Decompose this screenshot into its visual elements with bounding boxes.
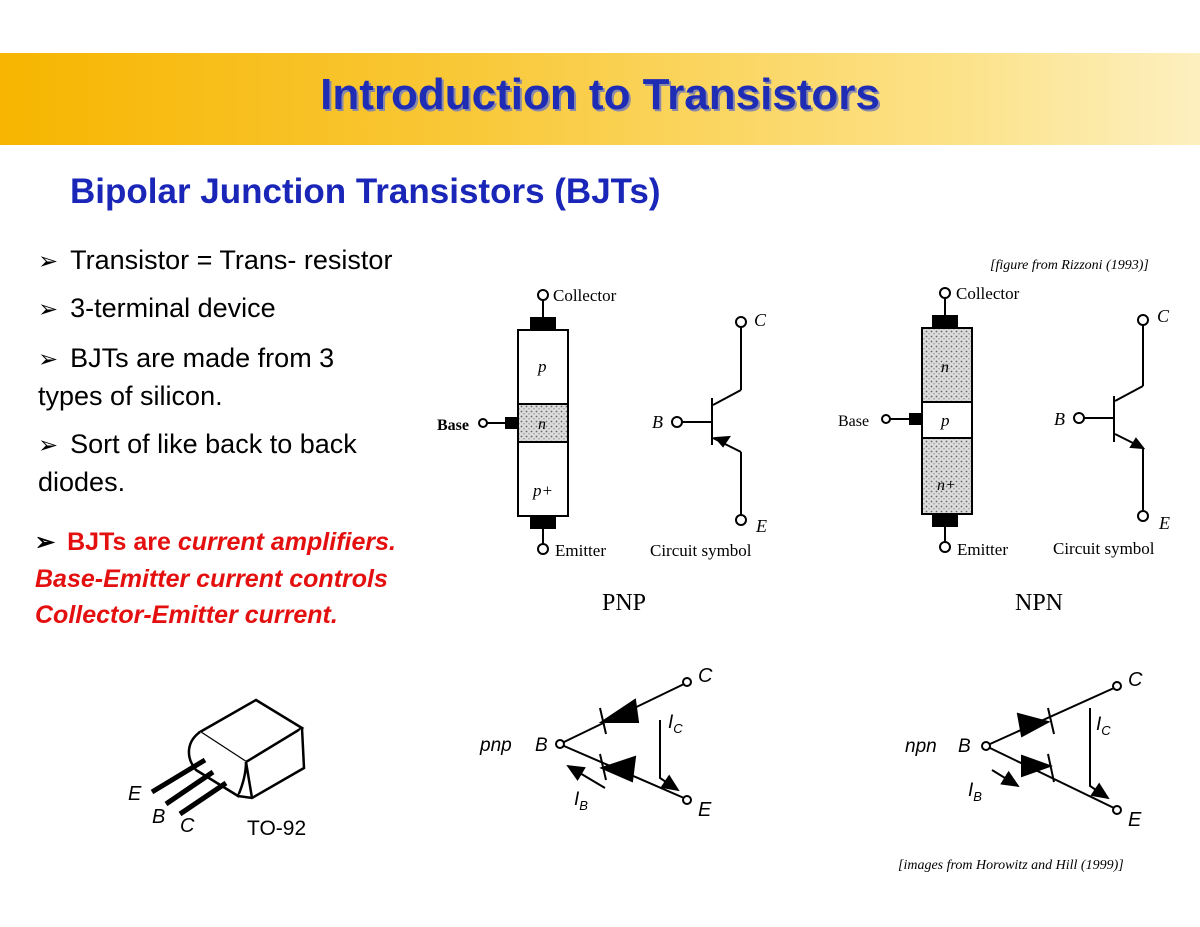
images-source-note: [images from Horowitz and Hill (1999)] bbox=[898, 858, 1124, 873]
slide-title: Introduction to Transistors bbox=[320, 70, 880, 119]
npn-n-plus-label: n+ bbox=[937, 477, 956, 494]
emitter-contact bbox=[530, 515, 556, 529]
red-lead: BJTs are bbox=[67, 528, 178, 556]
collector-terminal bbox=[939, 287, 951, 299]
collector-contact bbox=[932, 315, 958, 329]
package-c-label: C bbox=[180, 815, 195, 837]
package-e-label: E bbox=[128, 783, 142, 805]
pnp-circuit-symbol bbox=[671, 316, 747, 526]
emitter-terminal bbox=[537, 543, 549, 555]
pnp-layer-p bbox=[517, 329, 569, 405]
arrow-bullet-icon: ➢ bbox=[38, 296, 59, 323]
bullet-text: Transistor = Trans- resistor bbox=[70, 245, 393, 275]
npn-caption: NPN bbox=[1015, 590, 1064, 616]
pnp-diode-c-label: C bbox=[698, 665, 713, 687]
base-terminal bbox=[881, 414, 891, 424]
npn-emitter-label: Emitter bbox=[957, 540, 1008, 559]
bullet-text: Sort of like back to back bbox=[70, 429, 357, 459]
arrow-bullet-icon: ➢ bbox=[38, 346, 59, 373]
pnp-structure bbox=[478, 289, 569, 555]
npn-layer-n bbox=[921, 327, 973, 403]
npn-base-label: Base bbox=[838, 413, 869, 430]
pnp-emitter-label: Emitter bbox=[555, 541, 606, 560]
npn-layer-n-plus bbox=[921, 437, 973, 515]
emitter-terminal bbox=[939, 541, 951, 553]
npn-diode-c-label: C bbox=[1128, 669, 1143, 691]
base-contact bbox=[909, 413, 923, 425]
bullet-text: BJTs are made from 3 bbox=[70, 343, 335, 373]
pnp-ib-label: IB bbox=[574, 789, 588, 813]
pnp-caption: PNP bbox=[602, 590, 647, 616]
pnp-diode-e-label: E bbox=[698, 799, 712, 821]
npn-c-label: C bbox=[1157, 306, 1170, 326]
collector-contact bbox=[530, 317, 556, 331]
npn-circuit-symbol bbox=[1073, 314, 1149, 522]
collector-terminal bbox=[537, 289, 549, 301]
arrow-bullet-icon: ➢ bbox=[38, 248, 59, 275]
pnp-diode-label: pnp bbox=[479, 735, 512, 756]
pnp-b-label: B bbox=[652, 412, 663, 432]
red-line-2: Base-Emitter current controls bbox=[35, 565, 388, 593]
base-terminal bbox=[478, 418, 488, 428]
npn-ic-label: IC bbox=[1096, 714, 1111, 738]
bullet-current-amplifiers: ➢ BJTs are current amplifiers. Base-Emitt… bbox=[35, 524, 396, 633]
slide-subtitle: Bipolar Junction Transistors (BJTs) bbox=[70, 172, 661, 211]
pnp-e-label: E bbox=[755, 516, 767, 536]
bullet-text-cont: types of silicon. bbox=[38, 381, 223, 411]
bullet-text: 3-terminal device bbox=[70, 293, 276, 323]
figure-source-note: [figure from Rizzoni (1993)] bbox=[990, 258, 1149, 273]
to92-package-drawing bbox=[150, 698, 306, 817]
pnp-collector-label: Collector bbox=[553, 286, 617, 305]
emitter-contact bbox=[932, 513, 958, 527]
pnp-n-label: n bbox=[538, 416, 546, 433]
arrow-bullet-icon: ➢ bbox=[38, 432, 59, 459]
npn-b-label: B bbox=[1054, 409, 1065, 429]
title-band bbox=[0, 53, 1200, 145]
pnp-layer-p-plus bbox=[517, 441, 569, 517]
npn-ib-label: IB bbox=[968, 780, 982, 804]
bullet-text-cont: diodes. bbox=[38, 467, 126, 497]
red-line-3: Collector-Emitter current. bbox=[35, 601, 338, 629]
npn-diode-label: npn bbox=[905, 736, 937, 757]
bullet-1: ➢ Transistor = Trans- resistor bbox=[38, 242, 392, 280]
npn-structure bbox=[881, 287, 973, 553]
pnp-c-label: C bbox=[754, 310, 767, 330]
pnp-p-label: p bbox=[537, 357, 547, 376]
arrow-bullet-icon: ➢ bbox=[35, 529, 56, 556]
pnp-diode-model bbox=[555, 677, 692, 805]
bullet-4: ➢ Sort of like back to back diodes. bbox=[38, 426, 357, 500]
npn-diode-e-label: E bbox=[1128, 809, 1142, 831]
npn-n-label: n bbox=[941, 359, 949, 376]
pnp-p-plus-label: p+ bbox=[532, 481, 553, 500]
pnp-ic-label: IC bbox=[668, 712, 683, 736]
npn-diode-b-label: B bbox=[958, 736, 971, 757]
npn-diode-model bbox=[981, 681, 1122, 815]
npn-circuit-symbol-label: Circuit symbol bbox=[1053, 539, 1155, 558]
red-emphasis: current amplifiers. bbox=[177, 528, 396, 556]
pnp-diode-b-label: B bbox=[535, 735, 548, 756]
bullet-3: ➢ BJTs are made from 3 types of silicon. bbox=[38, 340, 334, 414]
base-contact bbox=[505, 417, 519, 429]
package-b-label: B bbox=[152, 806, 165, 828]
npn-collector-label: Collector bbox=[956, 284, 1020, 303]
package-name-label: TO-92 bbox=[247, 817, 306, 840]
npn-e-label: E bbox=[1158, 513, 1170, 533]
pnp-circuit-symbol-label: Circuit symbol bbox=[650, 541, 752, 560]
bullet-2: ➢ 3-terminal device bbox=[38, 290, 276, 328]
npn-p-label: p bbox=[940, 411, 950, 430]
pnp-base-label: Base bbox=[437, 417, 469, 434]
